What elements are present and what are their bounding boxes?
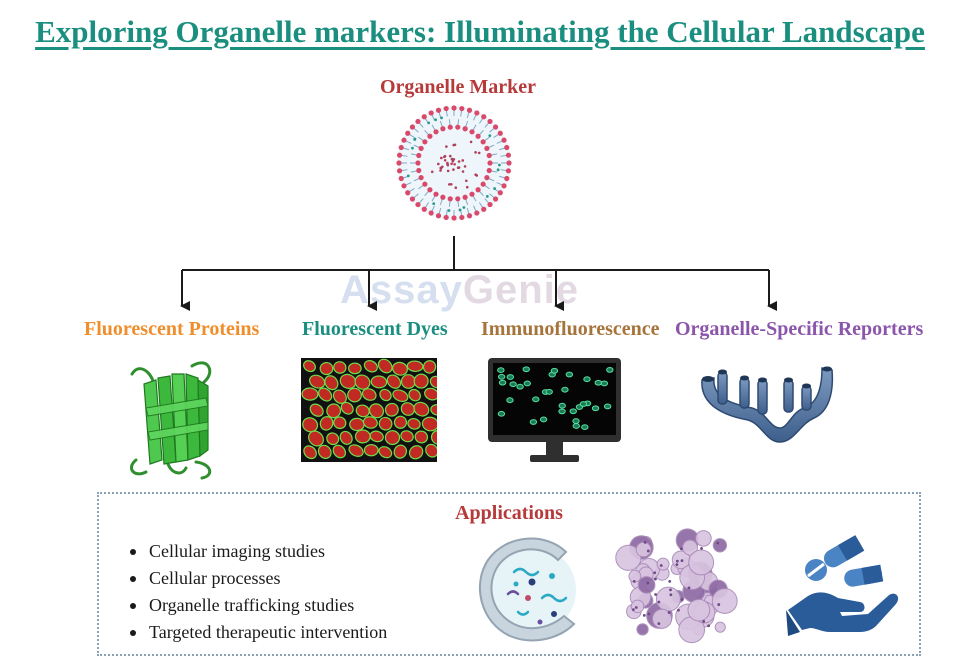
list-item: Organelle trafficking studies xyxy=(125,592,387,619)
connector-lines xyxy=(180,236,777,311)
cell-stain-icon xyxy=(301,358,437,462)
watermark-part1: Assay xyxy=(340,268,463,312)
gfp-protein-icon xyxy=(130,361,212,480)
reporter-molecule-icon xyxy=(701,366,834,443)
applications-list: Cellular imaging studies Cellular proces… xyxy=(125,538,387,646)
branch-label-fluorescent-dyes: Fluorescent Dyes xyxy=(302,318,448,340)
connector-tree xyxy=(180,236,777,311)
list-item: Targeted therapeutic intervention xyxy=(125,619,387,646)
branch-label-fluorescent-proteins: Fluorescent Proteins xyxy=(84,318,260,340)
vesicle-icon xyxy=(478,537,576,642)
branch-label-immunofluorescence: Immunofluorescence xyxy=(481,318,660,340)
hand-pills-icon xyxy=(786,535,899,636)
liposome-icon xyxy=(396,105,512,221)
applications-box: Applications Cellular imaging studies Ce… xyxy=(97,492,921,656)
page-title: Exploring Organelle markers: Illuminatin… xyxy=(35,14,925,49)
root-label: Organelle Marker xyxy=(379,76,537,98)
list-item: Cellular imaging studies xyxy=(125,538,387,565)
applications-title: Applications xyxy=(455,502,563,524)
branch-label-organelle-reporters: Organelle-Specific Reporters xyxy=(675,318,924,340)
cells-cluster-icon xyxy=(615,528,738,644)
monitor-icon xyxy=(488,358,621,462)
list-item: Cellular processes xyxy=(125,565,387,592)
